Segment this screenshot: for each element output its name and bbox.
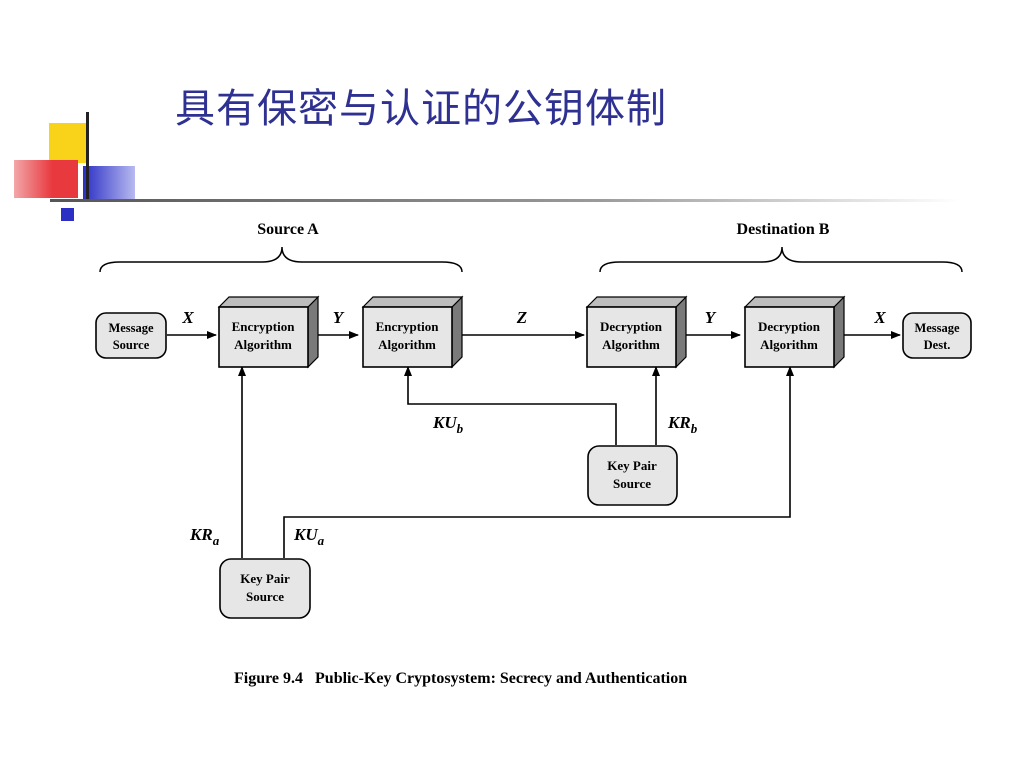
connections [167, 331, 901, 558]
figure-caption: Figure 9.4 Public-Key Cryptosystem: Secr… [234, 670, 687, 687]
source-brace [99, 246, 463, 273]
message-dest-node: Message Dest. [902, 312, 972, 359]
svg-text:Algorithm: Algorithm [234, 337, 292, 352]
slide-title: 具有保密与认证的公钥体制 [175, 86, 667, 132]
svg-text:Message: Message [108, 321, 154, 335]
edge-label-x-in: X [181, 308, 194, 327]
edge-label-z: Z [516, 308, 527, 327]
key-pair-source-a: Key Pair Source [219, 558, 311, 619]
edge-label-x-out: X [873, 308, 886, 327]
svg-text:Dest.: Dest. [924, 338, 951, 352]
slide-decoration [14, 112, 960, 221]
encryption-algorithm-2: Encryption Algorithm [361, 295, 464, 369]
svg-text:Encryption: Encryption [232, 319, 296, 334]
edge-label-y-1: Y [333, 308, 345, 327]
svg-text:Decryption: Decryption [758, 319, 821, 334]
decryption-algorithm-2: Decryption Algorithm [743, 295, 846, 369]
destination-brace [599, 246, 963, 273]
svg-text:Algorithm: Algorithm [602, 337, 660, 352]
deco-red-square [14, 160, 78, 198]
svg-text:Key Pair: Key Pair [607, 458, 657, 473]
deco-blue-square [83, 166, 135, 199]
encryption-algorithm-1: Encryption Algorithm [217, 295, 320, 369]
key-label-kua: KUa [293, 525, 325, 548]
source-label: Source A [257, 221, 319, 238]
decryption-algorithm-1: Decryption Algorithm [585, 295, 688, 369]
svg-text:Message: Message [914, 321, 960, 335]
edge-label-y-2: Y [705, 308, 717, 327]
svg-text:Algorithm: Algorithm [760, 337, 818, 352]
deco-vertical-rule [86, 112, 89, 202]
svg-text:Key Pair: Key Pair [240, 571, 290, 586]
svg-text:Source: Source [113, 338, 150, 352]
deco-blue-bullet [61, 208, 74, 221]
deco-yellow-square [49, 123, 89, 163]
key-label-kra: KRa [189, 525, 220, 548]
destination-label: Destination B [737, 221, 830, 238]
message-source-node: Message Source [95, 312, 167, 359]
svg-text:Algorithm: Algorithm [378, 337, 436, 352]
key-label-krb: KRb [667, 413, 698, 436]
deco-horizontal-rule [50, 199, 960, 202]
svg-text:Encryption: Encryption [376, 319, 440, 334]
svg-text:Source: Source [246, 589, 284, 604]
arrow-kub [404, 366, 617, 445]
key-label-kub: KUb [432, 413, 464, 436]
svg-text:Decryption: Decryption [600, 319, 663, 334]
key-pair-source-b: Key Pair Source [587, 445, 678, 506]
svg-text:Source: Source [613, 476, 651, 491]
arrow-kua [283, 366, 794, 558]
